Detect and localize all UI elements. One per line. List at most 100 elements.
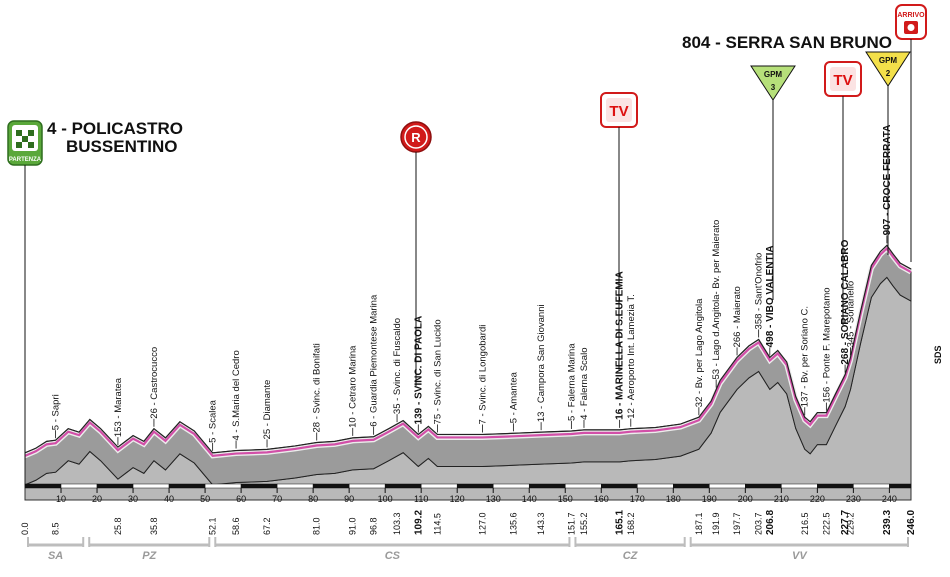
km-label: 197.7 [732, 512, 742, 535]
km-label: 52.1 [208, 517, 218, 535]
km-label: 206.8 [765, 510, 776, 535]
km-block [564, 483, 602, 489]
km-label: 127.0 [477, 512, 487, 535]
km-label: 165.1 [615, 510, 626, 535]
km-block [384, 483, 422, 489]
km-label: 151.7 [566, 512, 576, 535]
waypoint-label: 7 - Svinc. di Longobardi [477, 325, 488, 425]
province-label: PZ [142, 550, 157, 562]
tick-label: 130 [486, 494, 501, 504]
km-block [601, 483, 638, 489]
km-block [204, 483, 242, 489]
gpm-3-cat: 3 [771, 83, 776, 92]
gpm-2-marker: GPM 2 [865, 51, 911, 87]
km-label: 191.9 [711, 512, 721, 535]
gpm-2-cat: 2 [886, 69, 891, 78]
waypoint-label: 35 - Svinc. di Fuscaldo [392, 318, 403, 414]
tv-badge-2: TV [824, 61, 862, 97]
waypoint-label: 10 - Cetraro Marina [348, 345, 359, 428]
tick-label: 140 [522, 494, 537, 504]
svg-text:4 - POLICASTRO: 4 - POLICASTRO [47, 119, 183, 138]
km-label: 227.7 [840, 510, 851, 535]
km-label: 58.6 [231, 517, 241, 535]
waypoint-label: 32 - Bv. per Lago Angitola [694, 298, 705, 407]
km-block [456, 483, 494, 489]
waypoint-label: 13 - Campora San Giovanni [536, 304, 547, 422]
km-label: 0.0 [20, 522, 30, 535]
start-name-line1: POLICASTRO [72, 119, 183, 138]
waypoint-label: 4 - Falerna Scalo [579, 348, 590, 420]
tick-label: 170 [630, 494, 645, 504]
waypoint-label: 153 - Maratea [113, 377, 124, 437]
waypoint-label: 137 - Bv. per Soriano C. [800, 306, 811, 407]
profile-road [24, 246, 912, 458]
tv-badge-1-label: TV [609, 103, 628, 120]
km-block [528, 483, 566, 489]
km-block [889, 483, 912, 489]
tick-label: 100 [378, 494, 393, 504]
tick-label: 180 [666, 494, 681, 504]
tick-label: 90 [344, 494, 354, 504]
waypoint-label: 358 - Sant'Onofrio [754, 253, 765, 330]
km-label: 135.6 [508, 512, 518, 535]
waypoint-label: 268 - SORIANO CALABRO [840, 239, 851, 364]
waypoint-label: 266 - Maierato [732, 286, 743, 347]
waypoint-label: 498 - VIBO VALENTIA [765, 245, 776, 347]
finish-badge-label: ARRIVO [897, 12, 925, 19]
km-block [781, 483, 818, 489]
province-label: VV [792, 550, 808, 562]
km-label: 91.0 [348, 517, 358, 535]
tick-label: 190 [702, 494, 717, 504]
waypoint-label: 5 - Sapri [51, 394, 62, 430]
gpm-3-label: GPM [764, 70, 783, 79]
km-label: 203.7 [754, 512, 764, 535]
finish-name: SERRA SAN BRUNO [725, 33, 892, 52]
waypoint-label: 4 - S.Maria del Cedro [231, 350, 242, 440]
km-block [637, 483, 674, 489]
tick-label: 110 [414, 494, 428, 504]
waypoint-label: 345 - Sorianello [845, 281, 856, 348]
tick-label: 160 [594, 494, 609, 504]
km-label: 168.2 [626, 512, 636, 535]
tick-label: 220 [810, 494, 825, 504]
tick-label: 210 [774, 494, 789, 504]
waypoint-label: 6 - Guardia Piemontese Marina [369, 294, 380, 427]
km-label: 155.2 [579, 512, 589, 535]
km-block [745, 483, 782, 489]
km-block [168, 483, 206, 489]
km-block [673, 483, 710, 489]
waypoint-label: 25 - Diamante [262, 380, 273, 440]
km-block [132, 483, 170, 489]
waypoint-label: 26 - Castrocucco [149, 347, 160, 419]
km-label: 8.5 [51, 522, 61, 535]
tv-badge-1: TV [600, 92, 638, 128]
km-label: 239.3 [882, 510, 893, 535]
waypoint-label: 907 - CROCE FERRATA [882, 125, 893, 236]
province-label: SA [48, 550, 63, 562]
start-km: 4 [47, 119, 57, 138]
km-label: 96.8 [369, 517, 379, 535]
waypoint-label: 156 - Ponte F. Marepotamo [821, 287, 832, 402]
sds-label: SDS [933, 345, 943, 364]
tick-label: 240 [882, 494, 897, 504]
tick-label: 60 [236, 494, 246, 504]
km-block [312, 483, 350, 489]
waypoint-label: 28 - Svinc. di Bonifati [312, 343, 323, 432]
km-label: 35.8 [149, 517, 159, 535]
km-label: 103.3 [392, 512, 402, 535]
tick-label: 20 [92, 494, 102, 504]
km-block [817, 483, 854, 489]
km-label: 216.5 [800, 512, 810, 535]
finish-badge: ARRIVO [895, 4, 927, 40]
km-label: 222.5 [821, 512, 831, 535]
tick-label: 120 [450, 494, 465, 504]
km-block [492, 483, 530, 489]
tick-label: 200 [738, 494, 753, 504]
tick-label: 150 [558, 494, 573, 504]
tick-label: 50 [200, 494, 210, 504]
km-label: 109.2 [413, 510, 424, 535]
waypoint-label: 53 - Lago d.Angitola- Bv. per Maierato [711, 220, 722, 380]
